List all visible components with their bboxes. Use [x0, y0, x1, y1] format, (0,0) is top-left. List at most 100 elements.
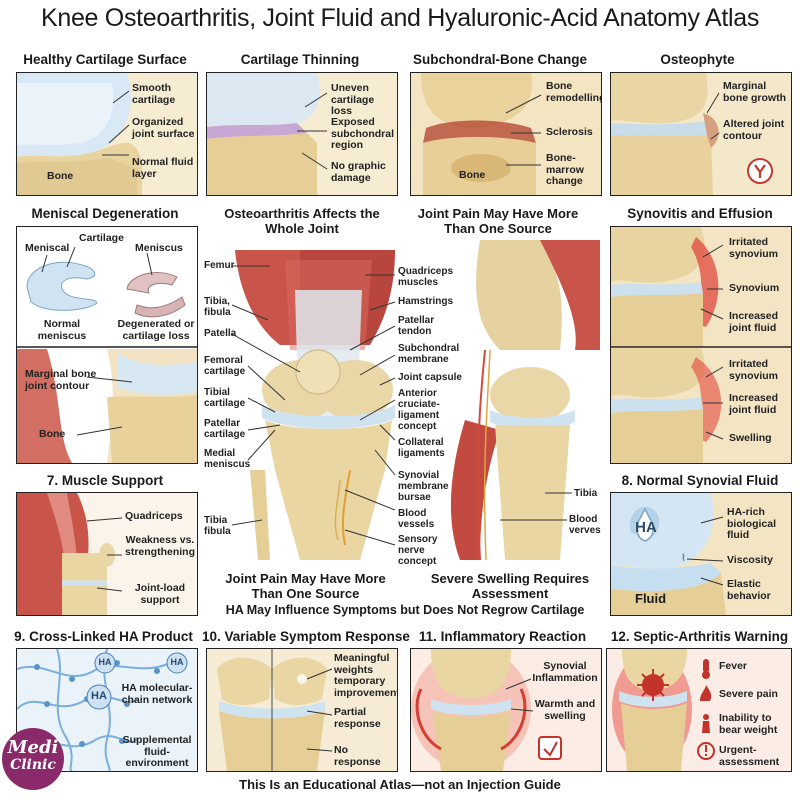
panel-title-muscle-support: 7. Muscle Support: [46, 473, 164, 488]
panel-osteophyte: Marginal bone growth Altered joint conto…: [610, 72, 792, 196]
panel-healthy-cartilage: Smooth cartilage Organized joint surface…: [16, 72, 198, 196]
label-synovial-membrane-bursae: Synovial membrane bursae: [398, 470, 449, 503]
label-increased-joint-fluid-2: Increased joint fluid: [729, 392, 779, 416]
label-joint-capsule: Joint capsule: [398, 372, 462, 383]
panel-title-variable-response: 10. Variable Symptom Response: [202, 629, 410, 644]
symptom-response-illustration: [207, 649, 397, 771]
healthy-cartilage-illustration: [17, 73, 197, 195]
septic-illustration: [607, 649, 791, 771]
label-medial-meniscus: Medial meniscus: [204, 448, 251, 470]
label-hamstrings: Hamstrings: [398, 296, 454, 307]
panel-title-cross-linked-ha: 9. Cross-Linked HA Product: [14, 629, 193, 644]
label-tibia-fibula: Tibia, fibula: [204, 296, 231, 318]
label-ha-network: HA molecular-chain network: [121, 682, 193, 706]
label-smooth-cartilage: Smooth cartilage: [132, 82, 176, 106]
label-femur: Femur: [204, 260, 235, 271]
label-normal-fluid-layer: Normal fluid layer: [132, 156, 194, 180]
cartilage-thinning-illustration: [207, 73, 397, 195]
label-marginal-bone-growth: Marginal bone growth: [723, 80, 786, 104]
label-marginal-bone-contour: Marginal bone joint contour: [25, 368, 97, 392]
label-bone: Bone: [47, 170, 74, 182]
label-synovial-inflammation: Synovial Inflammation: [532, 660, 598, 684]
label-increased-joint-fluid: Increased joint fluid: [729, 310, 779, 334]
label-bone: Bone: [459, 169, 486, 181]
label-collateral-ligaments: Collateral ligaments: [398, 437, 445, 459]
panel-subchondral: Bone remodelling Sclerosis Bone-marrow c…: [410, 72, 602, 196]
label-subchondral-membrane: Subchondral membrane: [398, 343, 460, 365]
logo-text-1: Medi: [7, 737, 59, 758]
center-right-title: Joint Pain May Have More Than One Source: [417, 206, 579, 236]
subchondral-illustration: [411, 73, 601, 195]
label-tibia-fibula-2: Tibia fibula: [204, 515, 231, 537]
label-organized-joint-surface: Organized joint surface: [132, 116, 195, 140]
panel-normal-synovial-fluid: ⌇ HA Fluid HA-rich biological fluid Visc…: [610, 492, 792, 616]
label-ha-node-2: HA: [170, 657, 184, 667]
label-swelling: Swelling: [729, 432, 772, 444]
label-meaningful-improvement: Meaningful weights temporary improvement: [334, 652, 398, 699]
medi-clinic-logo: Medi Clinic: [2, 728, 64, 790]
label-sensory-nerve: Sensory nerve concept: [398, 534, 438, 567]
label-bone-remodelling: Bone remodelling: [546, 80, 602, 104]
label-tibia: Tibia: [574, 488, 598, 499]
label-partial-response: Partial response: [334, 706, 381, 730]
label-inability-bear-weight: Inability to bear weight: [719, 712, 778, 736]
panel-title-synovial-fluid: 8. Normal Synovial Fluid: [621, 473, 779, 488]
panel-muscle-support: Quadriceps Weakness vs. strengthening Jo…: [16, 492, 198, 616]
label-normal-meniscus: Normal meniscus: [37, 318, 87, 342]
meniscus-illustration: [17, 246, 197, 463]
label-meniscal: Meniscal: [25, 242, 70, 254]
label-altered-joint-contour: Altered joint contour: [723, 118, 785, 142]
label-elastic-behavior: Elastic behavior: [727, 578, 771, 602]
panel-title-osteophyte: Osteophyte: [660, 52, 735, 67]
label-joint-load-support: Joint-load support: [134, 582, 186, 606]
label-uneven-cartilage-loss: Uneven cartilage loss: [331, 82, 375, 117]
panel-title-subchondral: Subchondral-Bone Change: [412, 52, 587, 67]
panel-meniscal-degeneration: Cartilage Meniscal Meniscus Normal menis…: [16, 226, 198, 464]
label-quadriceps: Quadriceps: [125, 510, 183, 522]
muscle-support-illustration: [17, 493, 197, 615]
label-irritated-synovium: Irritated synovium: [729, 236, 779, 260]
warning-knee-icon: [747, 158, 773, 184]
label-bone: Bone: [39, 428, 66, 440]
label-anterior-cruciate: Anterior cruciate-ligament concept: [398, 388, 440, 432]
center-left-title: Osteoarthritis Affects the Whole Joint: [224, 206, 380, 236]
label-ha-rich-fluid: HA-rich biological fluid: [727, 506, 777, 541]
inflammatory-illustration: [411, 649, 601, 771]
label-sclerosis: Sclerosis: [546, 126, 593, 138]
label-ha-node-3: HA: [91, 690, 107, 702]
panel-title-meniscal: Meniscal Degeneration: [31, 206, 179, 221]
panel-inflammatory-reaction: Synovial Inflammation Warmth and swellin…: [410, 648, 602, 772]
label-cartilage: Cartilage: [79, 232, 124, 244]
caption-joint-pain: Joint Pain May Have More Than One Source: [225, 571, 386, 601]
label-exposed-subchondral: Exposed subchondral region: [331, 116, 395, 151]
footer-disclaimer: This Is an Educational Atlas—not an Inje…: [239, 777, 561, 792]
label-fluid: Fluid: [635, 591, 667, 606]
label-urgent-assessment: Urgent-assessment: [719, 744, 780, 768]
panel-synovitis-effusion: Irritated synovium Synovium Increased jo…: [610, 226, 792, 464]
label-blood-verves: Blood verves: [569, 514, 601, 536]
panel-title-synovitis: Synovitis and Effusion: [627, 206, 773, 221]
label-blood-vessels: Blood vessels: [398, 508, 435, 530]
panel-title-inflammatory: 11. Inflammatory Reaction: [418, 629, 587, 644]
label-bone-marrow-change: Bone-marrow change: [546, 152, 584, 187]
caption-severe-swelling: Severe Swelling Requires Assessment: [430, 571, 590, 601]
panel-title-cartilage-thinning: Cartilage Thinning: [240, 52, 360, 67]
label-irritated-synovium-2: Irritated synovium: [729, 358, 779, 382]
label-supplemental-fluid: Supplemental fluid-environment: [122, 734, 192, 769]
label-meniscus: Meniscus: [135, 242, 183, 254]
label-ha-droplet: HA: [635, 519, 657, 536]
panel-septic-arthritis: Fever Severe pain Inability to bear weig…: [606, 648, 792, 772]
panel-title-septic-arthritis: 12. Septic-Arthritis Warning: [610, 629, 789, 644]
label-viscosity: Viscosity: [727, 554, 773, 566]
page-title: Knee Osteoarthritis, Joint Fluid and Hya…: [40, 4, 760, 32]
panel-variable-response: Meaningful weights temporary improvement…: [206, 648, 398, 772]
label-no-response: No response: [334, 744, 381, 768]
label-weakness-vs-strengthening: Weakness vs. strengthening: [125, 534, 195, 558]
caption-ha-note: HA May Influence Symptoms but Does Not R…: [225, 603, 585, 617]
label-patellar-cartilage: Patellar cartilage: [204, 418, 246, 440]
logo-text-2: Clinic: [10, 757, 56, 773]
synovial-fluid-illustration: ⌇: [611, 493, 791, 615]
label-synovium: Synovium: [729, 282, 780, 294]
label-patella: Patella: [204, 328, 237, 339]
label-quadriceps-muscles: Quadriceps muscles: [398, 266, 454, 288]
